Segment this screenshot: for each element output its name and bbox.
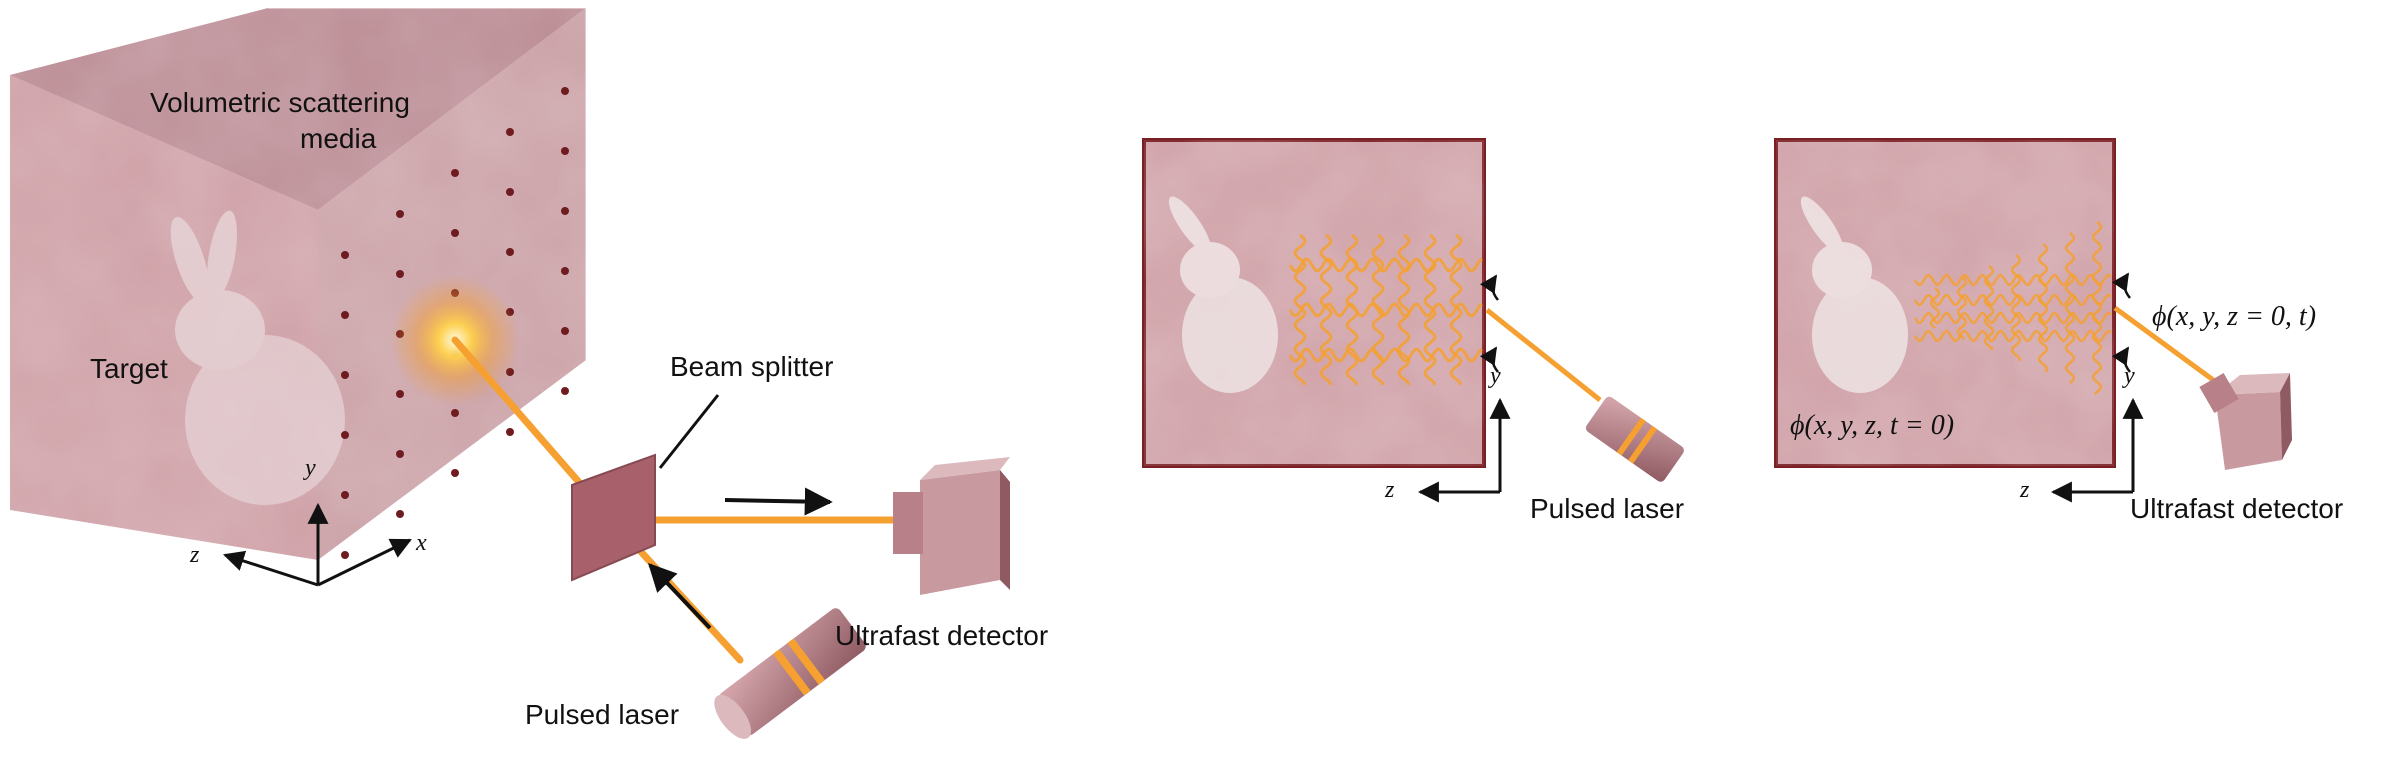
equation-initial-field: ϕ(x, y, z, t = 0) [1790, 410, 1954, 441]
wavefront-line [1913, 293, 2112, 307]
detection-dot [561, 147, 569, 155]
detection-dot [506, 128, 514, 136]
detection-dot [396, 210, 404, 218]
wavefront-line [2010, 254, 2022, 361]
right-axes: y z [2019, 363, 2144, 503]
right-phase-arrows [2111, 272, 2131, 373]
wavefront-line [1288, 257, 1483, 273]
detection-dot [396, 270, 404, 278]
detection-dot [396, 510, 404, 518]
wavefront-line [2064, 232, 2076, 384]
detection-dot [396, 450, 404, 458]
target-label: Target [90, 353, 168, 384]
wavefront-line [1929, 287, 1941, 329]
wavefront-line [2091, 221, 2103, 395]
detection-dot [451, 229, 459, 237]
wavefront-line [1913, 329, 2112, 343]
beam-splitter-label: Beam splitter [670, 351, 833, 382]
ultrafast-detector-right [2199, 373, 2292, 470]
media-label-line1: Volumetric scattering [150, 87, 410, 118]
detection-dot [451, 169, 459, 177]
left-panel: y z x Volumetric scattering media Target… [10, 7, 1048, 739]
wavefront-line [1983, 265, 1995, 351]
equation-detector-field: ϕ(x, y, z = 0, t) [2152, 301, 2316, 332]
detection-dot [506, 428, 514, 436]
wavefront-line [1956, 276, 1968, 340]
detection-dot [396, 390, 404, 398]
media-label-line2: media [300, 123, 377, 154]
middle-phase-arrows [1479, 274, 1499, 373]
wavefront-line [1913, 273, 2112, 287]
laser-label-middle: Pulsed laser [1530, 493, 1684, 524]
detector-label-right: Ultrafast detector [2130, 493, 2343, 524]
detection-dot [561, 87, 569, 95]
detection-dot [506, 188, 514, 196]
detection-dot [561, 327, 569, 335]
detection-dot [341, 251, 349, 259]
detection-dot [341, 491, 349, 499]
middle-laser-beam [1485, 308, 1602, 402]
right-axis-y-label: y [2122, 363, 2135, 389]
wavefront-line [1423, 233, 1437, 386]
beam-splitter-pointer [658, 394, 720, 469]
wavefront-line [1288, 302, 1483, 318]
wavefront-line [2037, 243, 2049, 373]
detection-dot [561, 387, 569, 395]
detection-dot [451, 469, 459, 477]
wavefront-line [1449, 233, 1463, 386]
detection-dot [451, 409, 459, 417]
right-detector-beam [2113, 305, 2222, 388]
laser-direction-arrow [648, 562, 712, 630]
detection-dot [341, 551, 349, 559]
detection-dot [561, 267, 569, 275]
wavefront-line [1345, 233, 1359, 386]
left-axes: y z x [189, 455, 427, 587]
wavefront-line [1319, 233, 1333, 386]
bunny-target-left [170, 210, 345, 505]
detection-dot [341, 311, 349, 319]
bunny-target-right [1800, 196, 1908, 393]
detection-dot [506, 248, 514, 256]
detector-label-left: Ultrafast detector [835, 620, 1048, 651]
laser-label-left: Pulsed laser [525, 699, 679, 730]
wavefront-line [1371, 233, 1385, 386]
detection-dot [341, 371, 349, 379]
wavefront-line [1913, 311, 2112, 325]
middle-wave-field [1288, 233, 1483, 386]
middle-axis-y-label: y [1488, 363, 1501, 389]
middle-axis-z-label: z [1384, 477, 1395, 503]
detector-direction-arrow [724, 487, 833, 516]
pulsed-laser-left [714, 608, 866, 739]
left-axis-y-label: y [303, 455, 316, 481]
bunny-target-middle [1168, 196, 1278, 393]
left-axis-z-label: z [189, 542, 200, 568]
wavefront-line [1293, 233, 1307, 386]
left-axis-x-label: x [415, 530, 427, 556]
middle-axes: y z [1384, 363, 1511, 503]
pulsed-laser-middle [1585, 396, 1684, 482]
wavefront-line [1288, 347, 1483, 363]
middle-panel: y z Pulsed laser [1142, 138, 1684, 524]
beam-splitter [571, 453, 656, 582]
detection-dot [341, 431, 349, 439]
right-wave-field [1913, 221, 2112, 395]
right-panel: y z ϕ(x, y, z = 0, t) ϕ(x, y, z, t = 0) … [1774, 138, 2343, 524]
right-axis-z-label: z [2019, 477, 2030, 503]
ultrafast-detector-left [893, 457, 1010, 595]
wavefront-line [1397, 233, 1411, 386]
detection-dot [561, 207, 569, 215]
